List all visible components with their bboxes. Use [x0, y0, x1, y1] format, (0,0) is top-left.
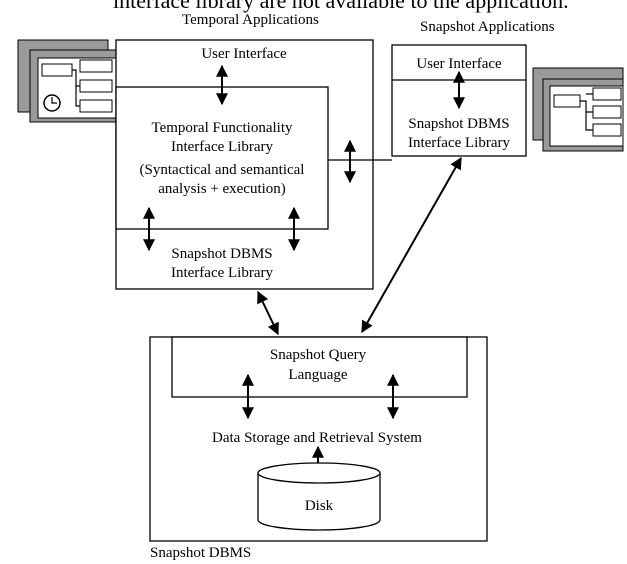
- temporal-application-window-icon: [17, 39, 121, 123]
- disk-label: Disk: [305, 498, 334, 514]
- snapshot-lib-line-2: Interface Library: [408, 135, 511, 151]
- query-language-line-1: Snapshot Query: [270, 347, 367, 363]
- storage-label: Data Storage and Retrieval System: [212, 430, 422, 446]
- tf-line-1: Temporal Functionality: [151, 120, 293, 136]
- snapshot-user-interface-label: User Interface: [416, 56, 502, 72]
- temporal-user-interface-label: User Interface: [201, 46, 287, 62]
- top-text: interface library are not available to t…: [113, 0, 569, 13]
- temporal-snapshot-lib-line-1: Snapshot DBMS: [171, 246, 272, 262]
- snapshot-applications-title: Snapshot Applications: [420, 19, 555, 35]
- snapshot-application-window-icon: [532, 67, 624, 152]
- query-language-box: [171, 336, 468, 398]
- query-language-line-2: Language: [288, 367, 347, 383]
- temporal-to-dbms-arrow: [257, 290, 279, 336]
- snapshot-dbms-caption: Snapshot DBMS: [150, 545, 251, 561]
- snapshot-lib-line-1: Snapshot DBMS: [408, 116, 509, 132]
- tf-line-3: (Syntactical and semantical: [140, 162, 305, 178]
- clock-icon: [43, 94, 61, 112]
- snapshot-to-dbms-arrow: [361, 156, 462, 334]
- disk-icon: [257, 462, 381, 531]
- temporal-applications-title: Temporal Applications: [182, 12, 319, 28]
- temporal-functionality-box: [115, 86, 329, 230]
- tf-line-4: analysis + execution): [158, 181, 286, 197]
- tf-line-2: Interface Library: [171, 139, 274, 155]
- temporal-snapshot-lib-line-2: Interface Library: [171, 265, 274, 281]
